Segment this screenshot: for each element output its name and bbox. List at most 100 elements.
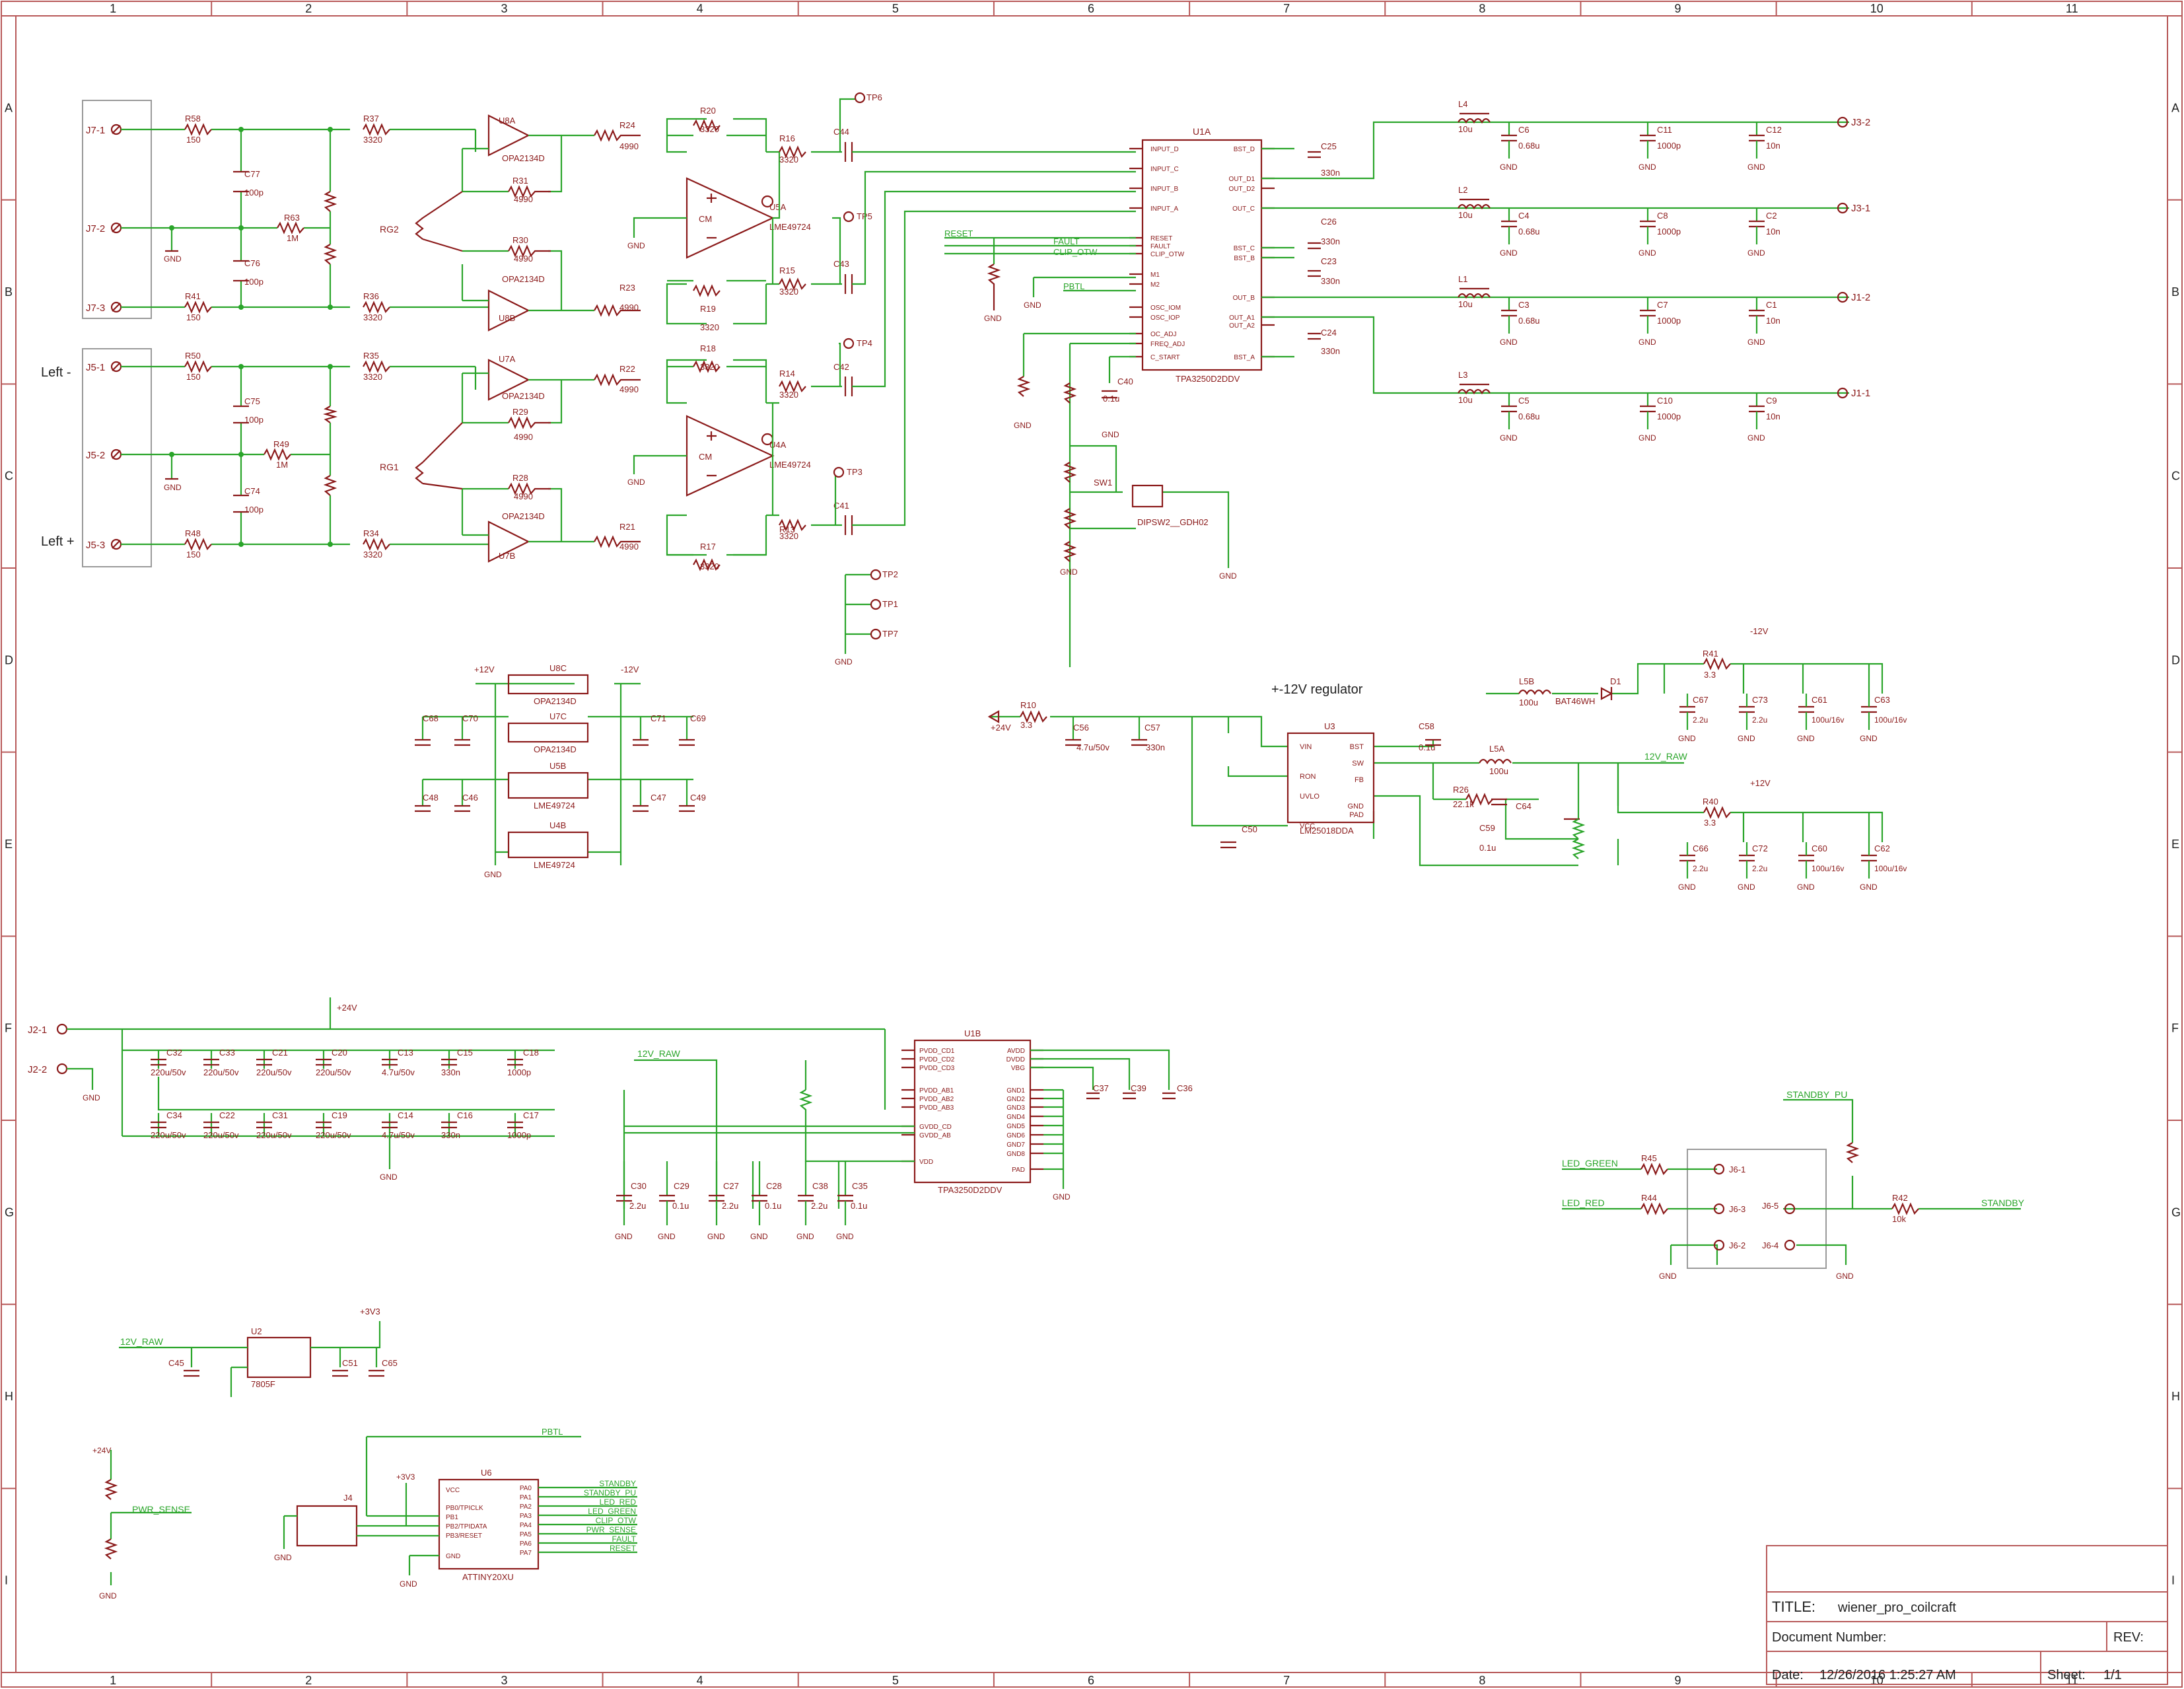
filter-cap-label: C12 xyxy=(1766,125,1782,135)
r24-value: 4990 xyxy=(619,141,639,151)
r13-value: 3320 xyxy=(779,531,798,541)
gnd-label: GND xyxy=(164,483,182,492)
u4b-part: LME49724 xyxy=(534,860,575,870)
reg-cap-label: C72 xyxy=(1752,844,1768,853)
u3-pin-label: RON xyxy=(1300,773,1316,781)
u1a-pin-label: OUT_D2 xyxy=(1229,186,1255,193)
connector-label: J5-3 xyxy=(86,540,105,551)
tp7-label: TP7 xyxy=(882,629,898,639)
u6-pin-label: PA1 xyxy=(520,1494,532,1501)
filter-cap-value: 0.68u xyxy=(1518,412,1540,421)
u6-pins: VCCPB0/TPICLKPB1PB2/TPIDATAPB3/RESETGNDP… xyxy=(446,1479,637,1560)
u1a-pin-label: INPUT_C xyxy=(1150,166,1179,173)
u1b-cap-label: C28 xyxy=(766,1181,782,1191)
u4b-label: U4B xyxy=(549,820,566,830)
c57-label: C57 xyxy=(1145,723,1160,733)
c47-label: C47 xyxy=(651,793,666,803)
instrumentation-amps: U8A OPA2134D U8B OPA2134D U7A OPA2134D U… xyxy=(380,114,641,563)
gnd-label: GND xyxy=(750,1232,768,1241)
u1a-pin-label: OUT_A1 xyxy=(1229,314,1255,322)
resistor-r50 xyxy=(184,360,212,373)
u7c-label: U7C xyxy=(549,711,567,721)
c68-label: C68 xyxy=(423,713,439,723)
r18-value: 3320 xyxy=(700,362,719,372)
gnd-label: GND xyxy=(1638,433,1656,443)
reg-cap-value: 2.2u xyxy=(1693,715,1708,725)
u6-net-label: STANDBY xyxy=(599,1479,636,1488)
gnd-label: GND xyxy=(796,1232,814,1241)
frame-row-label: D xyxy=(5,653,13,666)
capacitor-c74 xyxy=(233,494,249,513)
r17-label: R17 xyxy=(700,542,716,552)
net-led-green: LED_GREEN xyxy=(1562,1158,1618,1168)
u1a-pin-label: BST_C xyxy=(1234,245,1255,252)
bulk-cap-value: 1000p xyxy=(507,1130,531,1140)
u1b-power: U1B TPA3250D2DDV PVDD_CD1PVDD_CD2PVDD_CD… xyxy=(615,1028,1193,1241)
c48-label: C48 xyxy=(423,793,439,803)
gnd-label: GND xyxy=(1659,1272,1677,1281)
frame-col-label: 4 xyxy=(697,2,703,15)
r14-label: R14 xyxy=(779,369,795,378)
gnd-label: GND xyxy=(1638,248,1656,258)
c75-label: C75 xyxy=(244,396,260,406)
bulk-cap-value: 220u/50v xyxy=(203,1067,239,1077)
u8a-label: U8A xyxy=(499,116,516,126)
filter-cap-label: C3 xyxy=(1518,300,1530,310)
j4-label: J4 xyxy=(343,1493,353,1503)
filter-cap-label: C11 xyxy=(1657,125,1672,135)
gnd-label: GND xyxy=(1024,301,1041,310)
r35-label: R35 xyxy=(363,351,379,361)
r31-label: R31 xyxy=(512,176,528,186)
reg-cap-value: 100u/16v xyxy=(1874,715,1907,725)
gnd-label: GND xyxy=(1638,338,1656,347)
filter-cap-value: 1000p xyxy=(1657,227,1681,236)
frame-row-label: H xyxy=(5,1390,13,1403)
u3-pin-label: SW xyxy=(1352,760,1364,768)
frame-col-label: 4 xyxy=(697,1674,703,1687)
filter-cap-value: 0.68u xyxy=(1518,141,1540,151)
gnd-label: GND xyxy=(707,1232,725,1241)
bulk-cap-label: C13 xyxy=(398,1048,413,1058)
r13-label: R13 xyxy=(779,524,795,534)
r40-label: R40 xyxy=(1703,797,1718,807)
net-p3v3-mcu: +3V3 xyxy=(396,1472,415,1482)
c46-label: C46 xyxy=(462,793,478,803)
u1a-pin-label: OC_ADJ xyxy=(1150,331,1176,338)
filter-cap-label: C4 xyxy=(1518,211,1530,221)
connector-j6-2: J6-2 xyxy=(1729,1240,1745,1250)
d1-value: BAT46WH xyxy=(1555,696,1595,706)
connector-label: J7-2 xyxy=(86,223,105,234)
u1b-pin-label: AVDD xyxy=(1007,1048,1025,1055)
bulk-cap-label: C31 xyxy=(272,1110,288,1120)
c26-value: 330n xyxy=(1321,236,1340,246)
l2-value: 10u xyxy=(1458,210,1473,220)
r16-label: R16 xyxy=(779,133,795,143)
c58-label: C58 xyxy=(1419,721,1434,731)
frame-row-label: D xyxy=(2171,653,2180,666)
bulk-cap-value: 4.7u/50v xyxy=(382,1067,415,1077)
u6-net-label: CLIP_OTW xyxy=(596,1516,637,1525)
connector-j1-1: J1-1 xyxy=(1851,388,1870,399)
regulator-output-caps: C672.2uGNDC732.2uGNDC61100u/16vGNDC63100… xyxy=(1678,694,1907,892)
gnd-label: GND xyxy=(484,870,502,879)
u1a-pin-label: OSC_IOM xyxy=(1150,305,1181,312)
u1a-pin-label: OUT_D1 xyxy=(1229,176,1255,183)
frame-row-label: G xyxy=(2171,1205,2181,1219)
gnd-label: GND xyxy=(1219,571,1237,581)
capacitor-c77 xyxy=(233,170,249,193)
r36-value: 3320 xyxy=(363,312,382,322)
resistor-r36 xyxy=(363,301,390,314)
net-m12v: -12V xyxy=(621,665,639,674)
u1b-cap-value: 0.1u xyxy=(672,1201,689,1211)
u6-pin-label: PA3 xyxy=(520,1513,532,1520)
r45-label: R45 xyxy=(1641,1153,1657,1163)
gnd-label: GND xyxy=(1500,338,1518,347)
r20-value: 3320 xyxy=(700,124,719,134)
u1b-pin-label: GVDD_AB xyxy=(919,1132,951,1139)
net-m12v-out: -12V xyxy=(1750,626,1769,636)
gnd-label: GND xyxy=(984,314,1002,323)
connector-j3-1: J3-1 xyxy=(1851,203,1870,214)
sw1-label: SW1 xyxy=(1094,478,1112,487)
u6-net-label: RESET xyxy=(610,1544,637,1553)
connector-j6-3: J6-3 xyxy=(1729,1204,1745,1214)
